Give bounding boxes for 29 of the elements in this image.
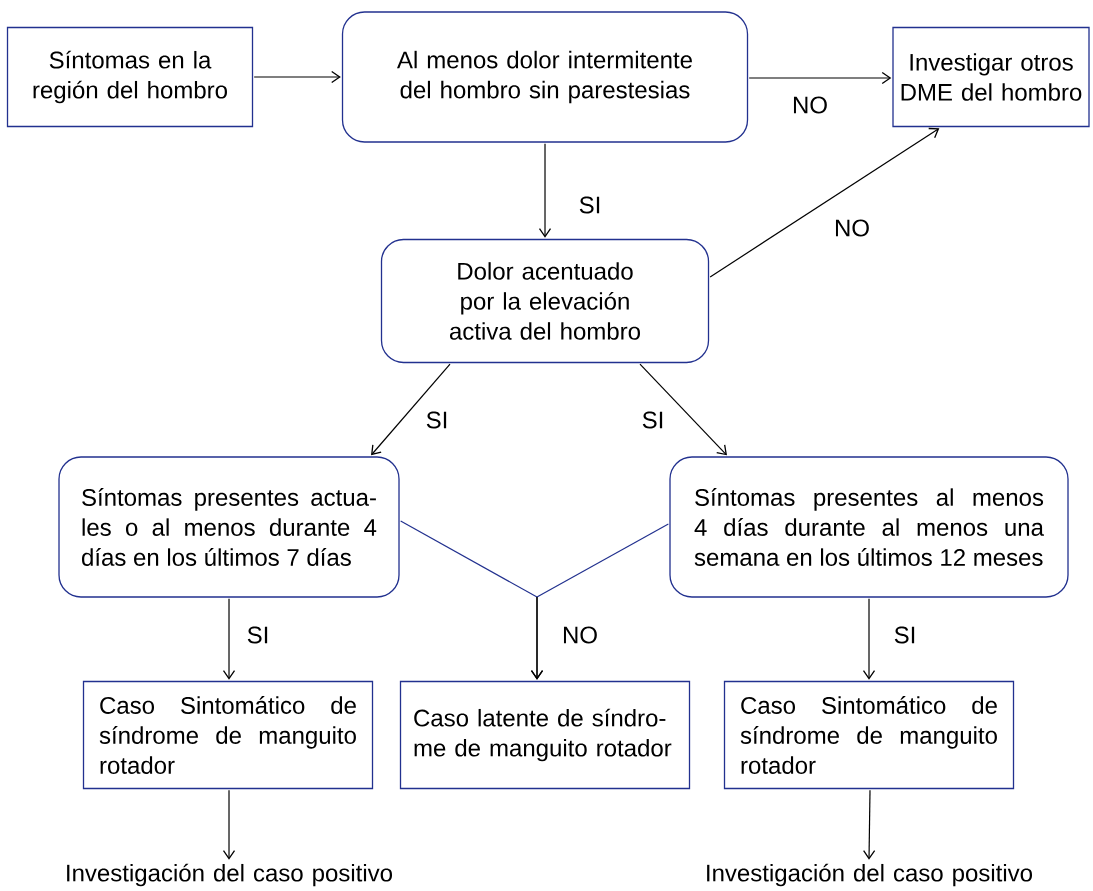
arrow — [863, 789, 876, 860]
arrow — [371, 363, 451, 456]
arrow — [253, 70, 341, 84]
arrow — [538, 143, 552, 238]
process-box: Caso Sintomático de síndrome de manguito rotador — [82, 680, 374, 790]
decision-box: Síntomas presentes al menos 4 días durante al menos una semana en los últimos 12 meses — [669, 456, 1069, 598]
edge-label: NO — [791, 95, 829, 115]
decision-box: Dolor acentuado por la elevación activa del hombro — [380, 238, 710, 364]
process-box: Síntomas en la región del hombro — [6, 26, 254, 128]
arrow — [709, 127, 940, 278]
process-box: Investigar otros DME del hombro — [892, 26, 1090, 128]
edge-label: SI — [892, 625, 918, 645]
edge-label: NO — [561, 625, 599, 645]
decision-box: Al menos dolor intermitente del hombro sin parestesias — [341, 11, 749, 143]
arrow — [862, 598, 876, 680]
arrow — [222, 789, 236, 860]
result-text: Investigación del caso positivo — [67, 863, 392, 887]
edge-label: SI — [424, 410, 450, 430]
process-box: Caso latente de síndro-me de manguito rotador — [399, 680, 691, 790]
decision-box: Síntomas presentes actua-les o al menos durante 4 días en los últimos 7 días — [58, 456, 400, 598]
process-box: Caso Sintomático de síndrome de manguito rotador — [723, 680, 1015, 790]
edge-label: SI — [245, 625, 271, 645]
result-text: Investigación del caso positivo — [707, 863, 1032, 887]
edge-label: NO — [833, 218, 871, 238]
arrow — [639, 363, 727, 456]
arrow — [748, 71, 892, 85]
edge-label: SI — [577, 195, 603, 215]
arrow — [222, 598, 236, 680]
edge-label: SI — [640, 410, 666, 430]
